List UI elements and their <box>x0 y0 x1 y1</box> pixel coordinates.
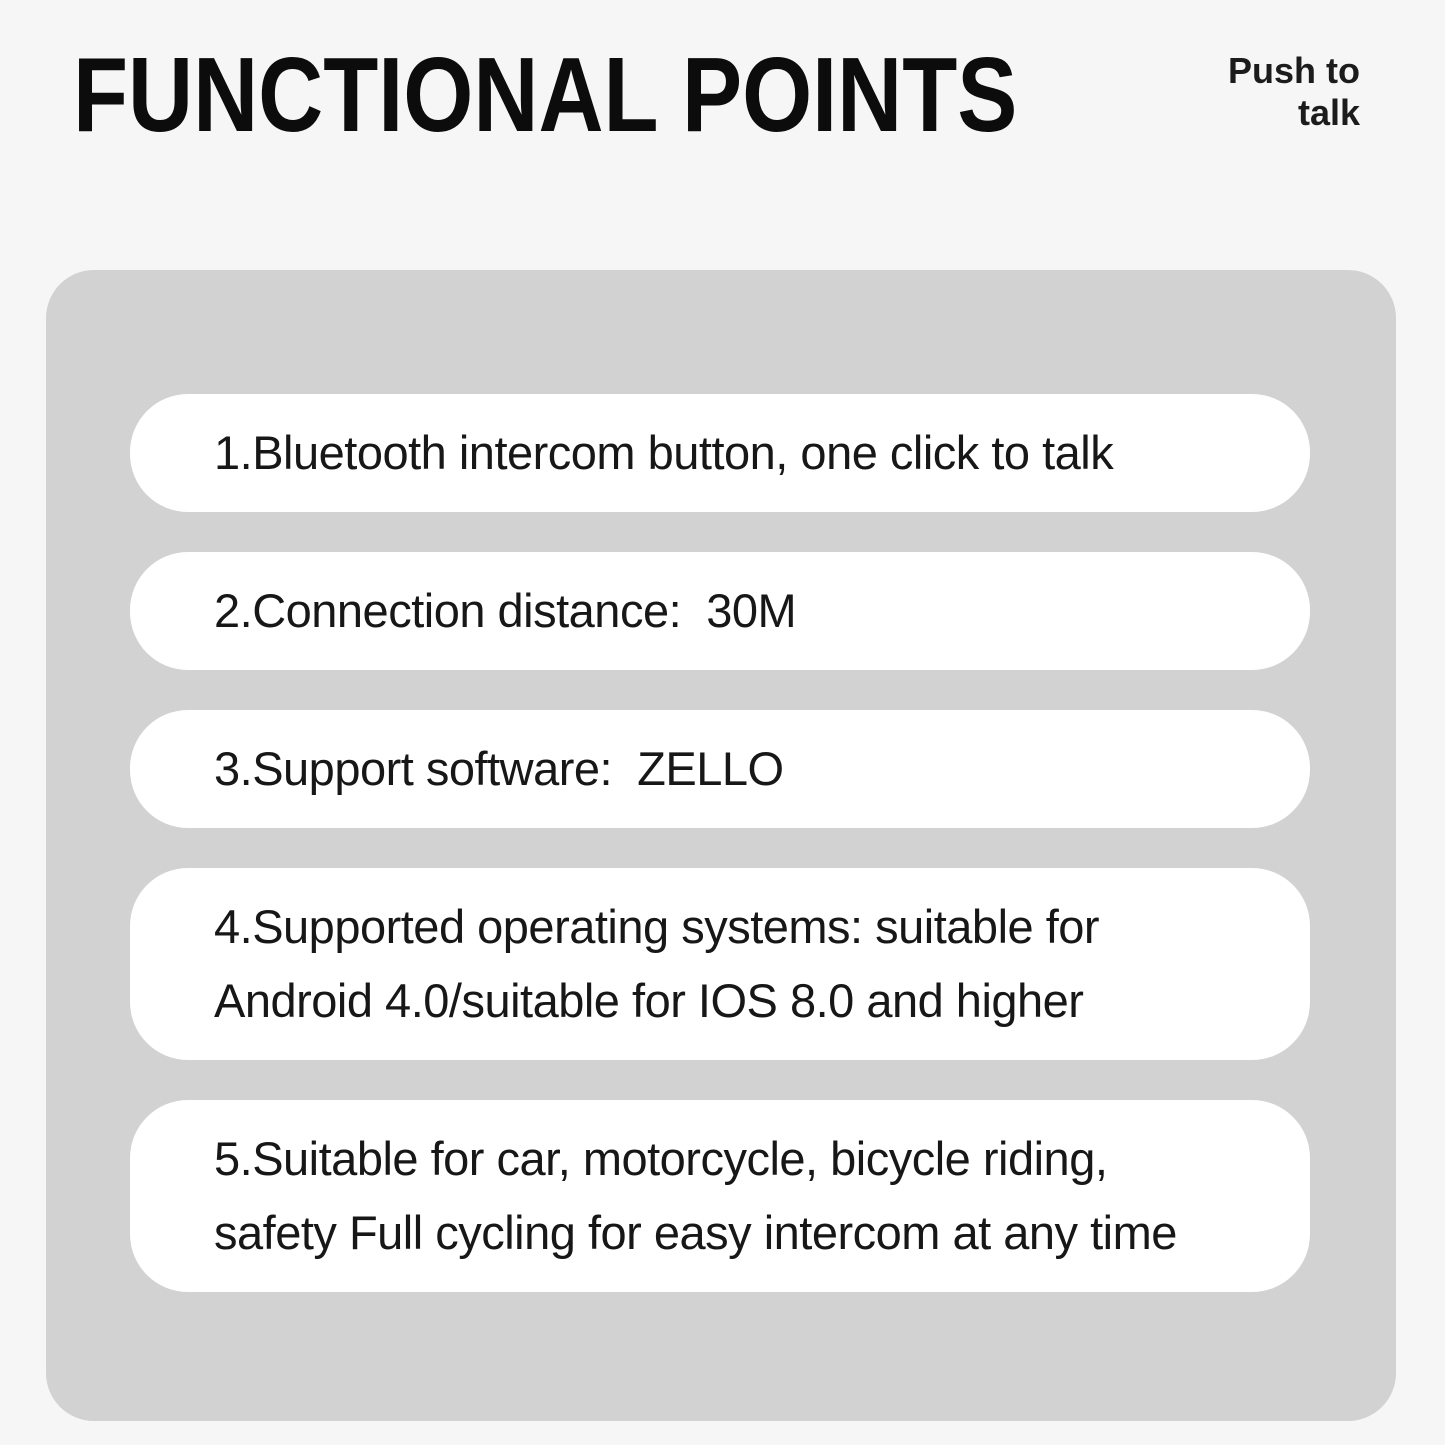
feature-item-2: 2.Connection distance: 30M <box>130 552 1310 670</box>
feature-item-4: 4.Supported operating systems: suitable … <box>130 868 1310 1060</box>
push-to-talk-note: Push to talk <box>1228 50 1360 134</box>
push-to-talk-note-line1: Push to <box>1228 50 1360 91</box>
feature-item-3: 3.Support software: ZELLO <box>130 710 1310 828</box>
header: FUNCTIONAL POINTS Push to talk <box>0 0 1445 270</box>
push-to-talk-note-line2: talk <box>1297 92 1360 133</box>
feature-item-5: 5.Suitable for car, motorcycle, bicycle … <box>130 1100 1310 1292</box>
page-title: FUNCTIONAL POINTS <box>73 36 1018 154</box>
features-panel: 1.Bluetooth intercom button, one click t… <box>46 270 1396 1421</box>
feature-item-1: 1.Bluetooth intercom button, one click t… <box>130 394 1310 512</box>
